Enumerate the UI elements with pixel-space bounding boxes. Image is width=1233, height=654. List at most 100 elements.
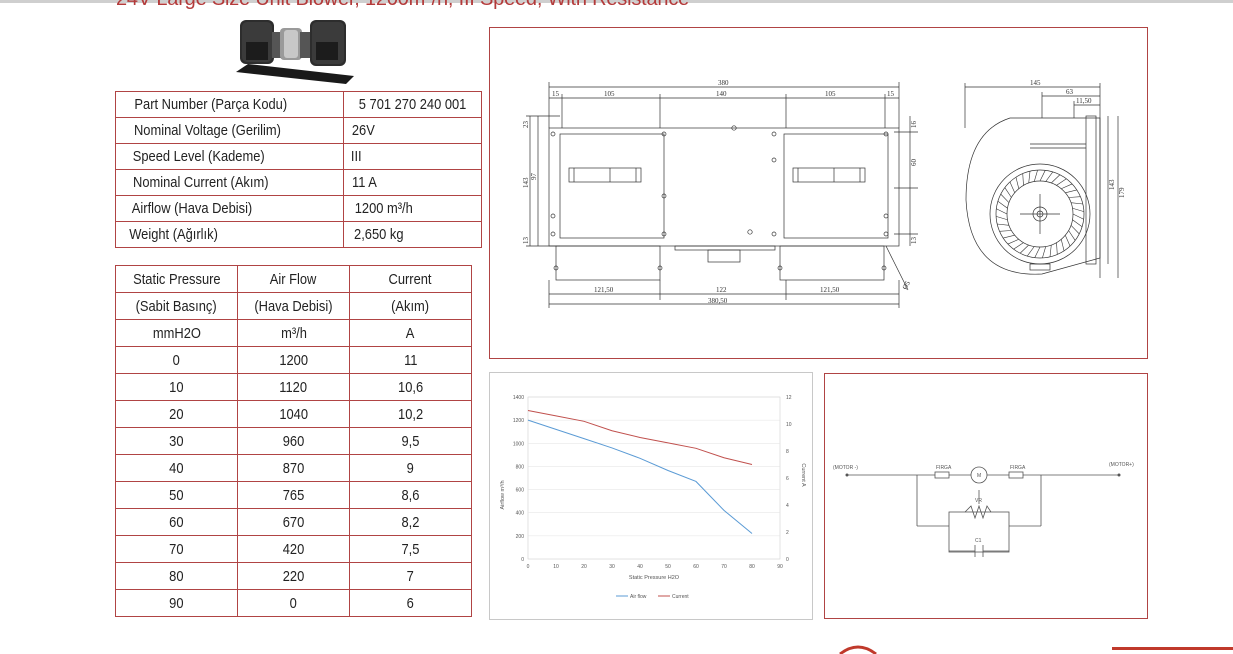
performance-table: Static Pressure Air Flow Current (Sabit … (115, 265, 472, 617)
table-cell: 10,2 (349, 400, 472, 428)
x-tick-label: 60 (693, 564, 699, 570)
y-right-tick-label: 10 (786, 422, 792, 428)
y-tick-label: 200 (516, 534, 525, 540)
x-tick-label: 30 (609, 564, 615, 570)
spec-label: Airflow (Hava Debisi) (115, 195, 344, 222)
fan-blades (995, 169, 1085, 259)
product-photo (236, 20, 354, 84)
y-tick-label: 0 (521, 557, 524, 563)
dim-left-bottom: 13 (522, 237, 530, 245)
dim-seg4: 105 (825, 90, 836, 98)
dim-left-total: 143 (522, 177, 530, 188)
spec-label: Part Number (Parça Kodu) (115, 91, 344, 118)
table-cell: 40 (115, 454, 238, 482)
dim-left-top: 23 (522, 121, 530, 129)
fan-blade (1034, 246, 1041, 258)
y-right-tick-label: 4 (786, 503, 789, 509)
y-right-tick-label: 6 (786, 476, 789, 482)
y-tick-label: 1000 (513, 441, 524, 447)
dim-right-bottom: 13 (910, 237, 918, 245)
y-axis-label: Airflow m³/h (500, 480, 506, 509)
fan-blade (1003, 234, 1015, 239)
series-line-current (527, 410, 753, 465)
table-cell: 10,6 (349, 373, 472, 401)
spec-table: Part Number (Parça Kodu) 5 701 270 240 0… (115, 91, 483, 248)
dim-seg5: 15 (887, 90, 895, 98)
dim-bottom-left: 121,50 (594, 286, 614, 294)
x-tick-label: 10 (553, 564, 559, 570)
fan-blade (1068, 230, 1076, 241)
x-tick-label: 90 (777, 564, 783, 570)
spec-row: Part Number (Parça Kodu) 5 701 270 240 0… (115, 91, 483, 118)
wiring-diagram-svg: (MOTOR -) (MOTOR+) FIRGA FIRGA M VR C1 (833, 462, 1134, 557)
dim-side-top2: 63 (1066, 88, 1074, 96)
dimension-drawing: 380 15 105 140 105 15 23 143 97 13 16 60… (489, 27, 1148, 359)
column-header: Static Pressure (115, 265, 238, 293)
fan-blade (1019, 244, 1029, 254)
table-cell: 0 (115, 346, 238, 374)
y-tick-label: 600 (516, 488, 525, 494)
table-cell: 7,5 (349, 535, 472, 563)
fan-blade (1065, 189, 1077, 194)
wiring-resistor-label: VR (975, 498, 982, 504)
table-cell: 6 (349, 589, 472, 617)
column-unit: mmH2O (115, 319, 238, 347)
fan-blade (995, 216, 1008, 221)
plot-area (527, 396, 781, 560)
spec-value: 2,650 kg (342, 221, 483, 248)
x-tick-label: 70 (721, 564, 727, 570)
dim-bottom-total: 380,50 (708, 297, 728, 305)
fan-blade (996, 208, 1008, 215)
fan-blade (1061, 183, 1073, 189)
table-cell: 90 (115, 589, 238, 617)
column-unit: m³/h (237, 319, 350, 347)
wiring-fuse2-label: FIRGA (1010, 465, 1026, 471)
x-tick-label: 20 (581, 564, 587, 570)
table-cell: 1120 (237, 373, 350, 401)
table-cell: 1200 (237, 346, 350, 374)
dim-seg1: 15 (552, 90, 560, 98)
fan-blade (1004, 187, 1012, 198)
fan-blade (1028, 171, 1031, 184)
fan-blade (997, 223, 1010, 226)
table-cell: 70 (115, 535, 238, 563)
y-tick-label: 400 (516, 511, 525, 517)
fan-blade (1060, 239, 1065, 251)
x-tick-label: 50 (665, 564, 671, 570)
wiring-diagram: (MOTOR -) (MOTOR+) FIRGA FIRGA M VR C1 (824, 373, 1148, 619)
table-cell: 1040 (237, 400, 350, 428)
table-cell: 10 (115, 373, 238, 401)
dim-side-height2: 179 (1118, 187, 1126, 198)
fan-blade (1072, 213, 1084, 220)
fan-blade (1042, 246, 1047, 259)
column-header-sub: (Hava Debisi) (237, 292, 350, 320)
table-cell: 670 (237, 508, 350, 536)
spec-value: 1200 m³/h (342, 195, 483, 222)
spec-label: Weight (Ağırlık) (115, 221, 344, 248)
fan-blade (999, 230, 1012, 232)
spec-value: III (342, 143, 483, 170)
table-cell: 8,2 (349, 508, 472, 536)
fan-blade (1033, 169, 1038, 182)
y-tick-label: 1400 (513, 395, 524, 401)
table-cell: 960 (237, 427, 350, 455)
column-header-sub: (Akım) (349, 292, 472, 320)
spec-row: Nominal Voltage (Gerilim) 26V (115, 117, 483, 144)
x-tick-label: 40 (637, 564, 643, 570)
table-cell: 9,5 (349, 427, 472, 455)
unit-row: mmH2O m³/h A (115, 319, 472, 347)
y-axis-right-label: Current A (800, 463, 806, 487)
fan-blade (1022, 173, 1024, 186)
spec-row: Weight (Ağırlık) 2,650 kg (115, 221, 483, 248)
table-cell: 765 (237, 481, 350, 509)
x-tick-label: 0 (527, 564, 530, 570)
y-tick-label: 1200 (513, 418, 524, 424)
fan-blade (1013, 242, 1024, 250)
